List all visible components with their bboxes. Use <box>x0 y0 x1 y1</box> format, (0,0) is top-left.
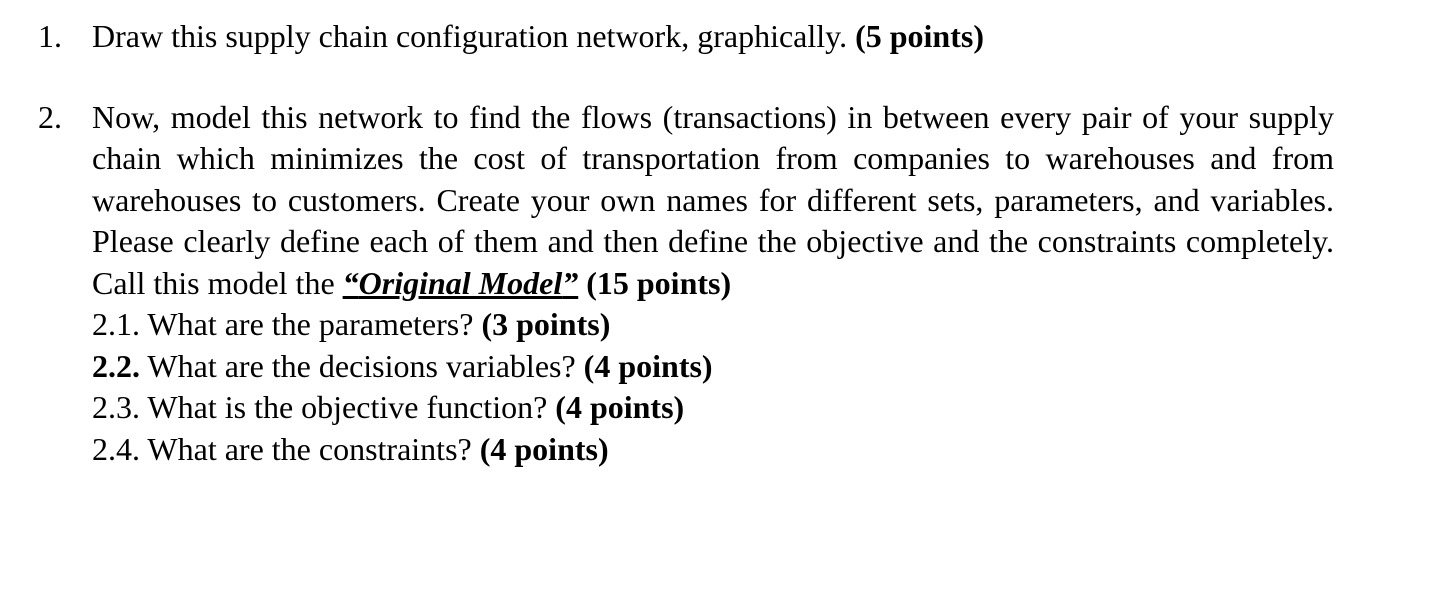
points-label: (4 points) <box>479 430 609 467</box>
model-name-quote-open: “ <box>342 264 359 301</box>
question-paragraph: Now, model this network to find the flow… <box>92 97 1334 305</box>
model-name-quote-close: ” <box>562 264 579 301</box>
question-text: Draw this supply chain configuration net… <box>92 18 848 54</box>
subquestion-number: 2.1. <box>92 306 140 342</box>
points-label: (15 points) <box>586 264 732 301</box>
question-number: 2. <box>38 98 62 135</box>
subquestion-text: What are the constraints? <box>147 430 472 467</box>
points-label: (3 points) <box>481 306 611 342</box>
subquestion-text: What are the parameters? <box>147 306 474 342</box>
points-label: (5 points) <box>855 18 984 54</box>
points-label: (4 points) <box>583 347 713 384</box>
subquestion-2-2: 2.2. What are the decisions variables? (… <box>92 346 1334 388</box>
subquestion-text: What are the decisions variables? <box>147 347 576 384</box>
question-text: Now, model this network to find the flow… <box>92 98 1334 301</box>
subquestion-number: 2.4. <box>92 430 140 467</box>
subquestion-2-4: 2.4. What are the constraints? (4 points… <box>92 429 1334 471</box>
subquestion-2-1: 2.1. What are the parameters? (3 points) <box>92 304 1334 346</box>
subquestion-number: 2.3. <box>92 389 140 425</box>
question-number: 1. <box>38 18 62 54</box>
question-2: 2. Now, model this network to find the f… <box>0 97 1334 471</box>
model-name: Original Model <box>358 264 563 301</box>
subquestion-number: 2.2. <box>92 347 140 384</box>
points-label: (4 points) <box>555 389 685 425</box>
question-document: 1. Draw this supply chain configuration … <box>0 16 1443 470</box>
question-1: 1. Draw this supply chain configuration … <box>0 16 1334 58</box>
subquestion-text: What is the objective function? <box>147 389 548 425</box>
subquestion-2-3: 2.3. What is the objective function? (4 … <box>92 387 1334 429</box>
